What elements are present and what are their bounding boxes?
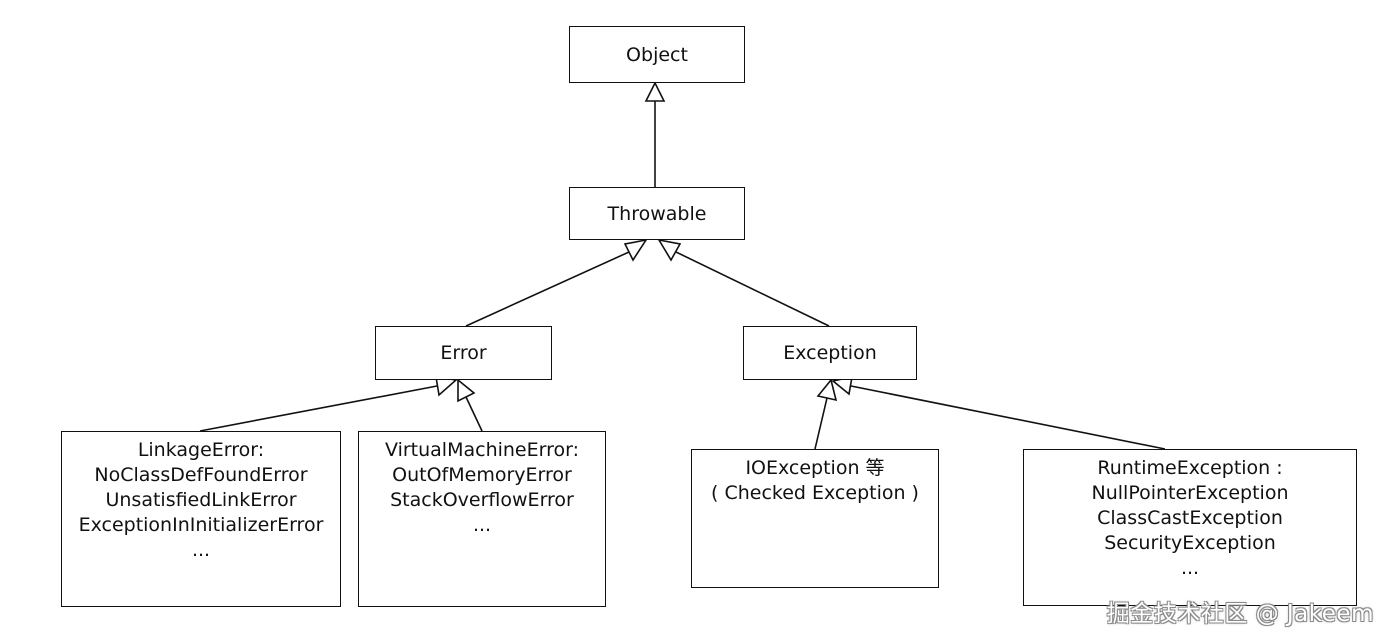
node-error: Error [375,326,552,380]
node-runtime-exception: RuntimeException : NullPointerException … [1023,449,1357,606]
io-exception-line: IOException 等 [745,457,885,479]
runtime-exception-line: NullPointerException [1091,482,1289,504]
virtual-machine-error-line: StackOverflowError [390,489,574,511]
linkage-error-line: LinkageError: [137,439,265,461]
edge-io-exception-to-exception [814,378,838,450]
linkage-error-line: UnsatisfiedLinkError [105,489,297,511]
linkage-error-line: NoClassDefFoundError [94,464,308,486]
virtual-machine-error-line: VirtualMachineError: [385,439,579,461]
io-exception-line: ( Checked Exception ) [711,482,919,504]
node-throwable: Throwable [569,187,745,240]
edge-error-to-throwable [465,238,648,327]
node-object-label: Object [626,43,688,66]
runtime-exception-line: SecurityException [1104,532,1276,554]
linkage-error-line: ExceptionInInitializerError [78,514,324,536]
node-virtual-machine-error: VirtualMachineError: OutOfMemoryError St… [358,431,606,607]
watermark: 掘金技术社区 @ Jakeem [1106,601,1374,627]
node-error-label: Error [440,342,487,364]
runtime-exception-line: ClassCastException [1097,507,1283,529]
node-linkage-error: LinkageError: NoClassDefFoundError Unsat… [61,431,341,607]
runtime-exception-line: RuntimeException : [1097,457,1283,479]
virtual-machine-error-line: OutOfMemoryError [392,464,572,486]
node-exception: Exception [743,326,917,380]
edge-runtime-exception-to-exception [831,375,1166,450]
runtime-exception-line: ... [1180,557,1200,579]
edge-exception-to-throwable [657,238,830,327]
edge-throwable-to-object [644,81,666,187]
edge-linkage-error-to-error [199,376,458,432]
edge-virtual-machine-error-to-error [457,378,483,432]
node-throwable-label: Throwable [607,202,707,225]
node-exception-label: Exception [783,342,877,364]
virtual-machine-error-line: ... [472,514,492,536]
node-io-exception: IOException 等 ( Checked Exception ) [691,449,939,588]
linkage-error-line: ... [191,539,211,561]
node-object: Object [569,26,745,83]
